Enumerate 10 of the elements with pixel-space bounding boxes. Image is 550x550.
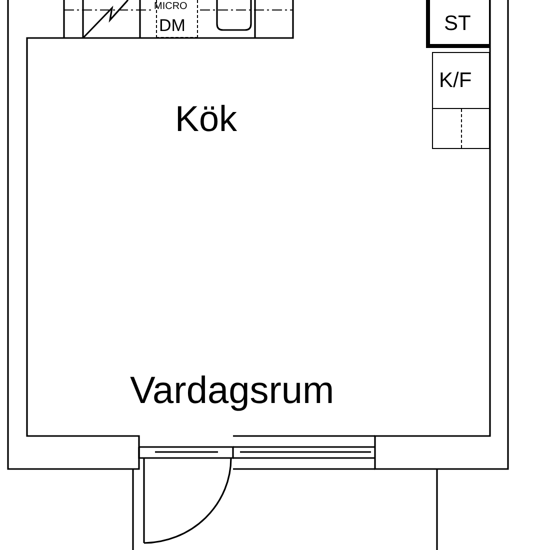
room-label: Vardagsrum xyxy=(130,372,334,410)
appliance-label: DM xyxy=(159,17,186,34)
room-label: Kök xyxy=(175,101,238,137)
appliance-label: MICRO xyxy=(154,2,188,12)
appliance-box xyxy=(426,0,490,48)
appliance-box xyxy=(432,52,490,109)
appliance-label: ST xyxy=(444,13,471,34)
cabinet-outline xyxy=(156,0,198,38)
cabinet-box xyxy=(432,108,490,149)
appliance-label: K/F xyxy=(439,70,472,91)
